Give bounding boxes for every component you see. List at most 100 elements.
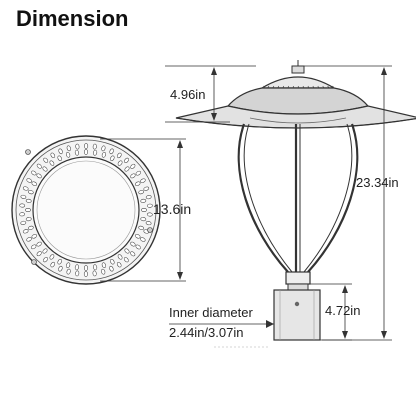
heatsink-slot: [26, 178, 32, 183]
heatsink-slot: [84, 143, 89, 149]
heatsink-slot: [93, 264, 98, 271]
top-view-ring: [11, 135, 161, 285]
diameter-label: 13.6in: [153, 201, 191, 217]
screw-mark: [25, 149, 31, 155]
heatsink-slot: [140, 178, 146, 183]
heatsink-slot: [93, 149, 98, 156]
heatsink-slot: [117, 152, 122, 159]
heatsink-slot: [138, 225, 145, 231]
heatsink-slot: [43, 257, 48, 263]
base-height-label: 4.72in: [325, 303, 360, 318]
inner-diameter-callout: Inner diameter 2.44in/3.07in: [169, 305, 274, 348]
heatsink-slot: [109, 265, 114, 272]
heatsink-slot: [42, 248, 48, 254]
heatsink-slot: [135, 244, 141, 250]
heatsink-slot: [134, 181, 141, 186]
heatsink-slot: [36, 241, 42, 247]
heatsink-slot: [145, 195, 152, 200]
heatsink-slot: [66, 145, 71, 152]
heatsink-slot: [25, 198, 32, 203]
heatsink-slot: [27, 225, 34, 231]
heatsink-slot: [22, 186, 29, 191]
heatsink-slot: [117, 160, 123, 166]
heatsink-slot: [20, 194, 27, 199]
heatsink-slot: [65, 262, 71, 269]
heatsink-slot: [50, 261, 55, 268]
heatsink-slot: [143, 186, 150, 191]
heatsink-slot: [58, 148, 63, 155]
inner-diameter-value: 2.44in/3.07in: [169, 325, 243, 340]
heatsink-slot: [146, 212, 153, 217]
heatsink-slot: [75, 143, 80, 150]
heatsink-slot: [147, 203, 153, 208]
heatsink-slot: [116, 262, 122, 268]
heatsink-slot: [58, 265, 63, 272]
heatsink-slot: [36, 163, 42, 169]
heatsink-slot: [25, 207, 31, 212]
heatsink-slot: [22, 229, 29, 234]
heatsink-slot: [57, 258, 62, 265]
heatsink-slot: [19, 212, 25, 217]
side-view-light: [175, 60, 416, 341]
heatsink-slot: [31, 244, 37, 250]
heatsink-slot: [130, 163, 136, 169]
heatsink-slot: [26, 237, 32, 242]
diameter-dimension: 13.6in: [100, 138, 191, 282]
diagram-title: Dimension: [16, 6, 129, 31]
heatsink-slot: [92, 270, 97, 277]
heatsink-slot: [110, 258, 115, 265]
heatsink-slot: [117, 254, 123, 260]
heatsink-slot: [42, 166, 48, 172]
heatsink-slot: [101, 262, 107, 269]
heatsink-slot: [101, 145, 106, 152]
heatsink-slot: [134, 234, 141, 239]
heatsink-slot: [49, 254, 55, 260]
heatsink-slot: [43, 157, 49, 163]
heatsink-slot: [66, 268, 71, 275]
inner-diameter-label: Inner diameter: [169, 305, 253, 320]
heatsink-slot: [123, 257, 129, 263]
heatsink-slot: [25, 217, 32, 222]
heatsink-slot: [83, 271, 88, 277]
heatsink-slot: [135, 170, 141, 176]
base-height-dimension: 4.72in: [310, 283, 360, 341]
total-height-label: 23.34in: [356, 175, 399, 190]
heatsink-slot: [50, 152, 56, 158]
heatsink-slot: [36, 251, 42, 257]
heatsink-pattern: [19, 143, 153, 277]
heatsink-slot: [138, 189, 145, 195]
heatsink-slot: [130, 251, 136, 257]
heatsink-slot: [141, 208, 147, 213]
heatsink-slot: [110, 155, 115, 162]
top-height-label: 4.96in: [170, 87, 205, 102]
heatsink-slot: [140, 217, 147, 222]
heatsink-slot: [92, 143, 97, 150]
heatsink-slot: [36, 173, 42, 179]
heatsink-slot: [101, 268, 106, 275]
heatsink-slot: [84, 149, 89, 155]
heatsink-slot: [130, 173, 136, 179]
heatsink-slot: [140, 237, 146, 242]
heatsink-slot: [65, 151, 71, 158]
heatsink-slot: [145, 221, 152, 226]
heatsink-slot: [31, 234, 38, 239]
heatsink-slot: [75, 270, 80, 277]
heatsink-slot: [31, 170, 37, 176]
heatsink-slot: [124, 248, 130, 254]
screw-mark: [31, 259, 37, 265]
heatsink-slot: [101, 151, 107, 158]
heatsink-slot: [124, 157, 129, 163]
top-height-dimension: 4.96in: [165, 65, 256, 123]
heatsink-slot: [140, 198, 147, 203]
heatsink-slot: [109, 148, 114, 155]
heatsink-slot: [74, 149, 79, 156]
heatsink-slot: [57, 155, 62, 162]
heatsink-slot: [124, 166, 130, 172]
heatsink-slot: [74, 264, 79, 271]
heatsink-slot: [49, 160, 55, 166]
total-height-dimension: 23.34in: [304, 65, 399, 341]
heatsink-slot: [20, 220, 27, 225]
heatsink-slot: [130, 241, 136, 247]
heatsink-slot: [31, 181, 38, 186]
